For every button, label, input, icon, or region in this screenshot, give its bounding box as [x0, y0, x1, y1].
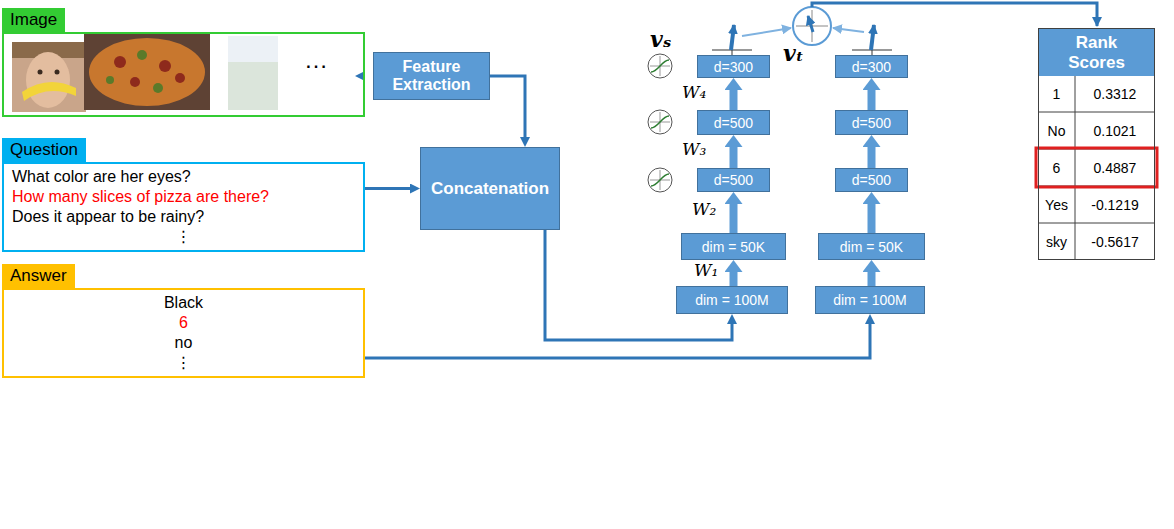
panel-frame: What color are her eyes?How many slices …: [2, 162, 365, 252]
table-cell: 1: [1053, 86, 1061, 102]
panel-heading: Question: [2, 138, 86, 162]
weight-label: W₂: [692, 199, 716, 219]
panel-text: no: [12, 333, 355, 353]
layer-label: dim = 100M: [695, 292, 769, 308]
layer-box: d=300: [697, 55, 770, 78]
vector-icon: [712, 25, 752, 56]
question-panel: QuestionWhat color are her eyes?How many…: [2, 138, 365, 252]
vector-link: [742, 28, 791, 36]
table-cell: 0.1021: [1094, 123, 1137, 139]
activation-symbol: [648, 168, 672, 192]
layer-arrow: [868, 271, 876, 286]
highlight-box: [1036, 148, 1157, 187]
layer-box: dim = 50K: [818, 233, 925, 260]
layer-label: d=300: [852, 59, 891, 75]
flow-arrow: [365, 187, 411, 190]
layer-box: dim = 50K: [681, 233, 786, 260]
photo-pizza: [84, 34, 210, 110]
table-cell: sky: [1046, 234, 1067, 250]
layer-label: d=500: [714, 172, 753, 188]
panel-text: Does it appear to be rainy?: [12, 207, 355, 227]
flow-arrow: [490, 76, 525, 138]
layer-arrow: [868, 89, 876, 110]
photo-face: [12, 42, 86, 112]
panel-frame: Black6no⋮: [2, 288, 365, 378]
layer-label: d=500: [852, 115, 891, 131]
layer-label: d=300: [714, 59, 753, 75]
table-cell: 6: [1053, 160, 1061, 176]
panel-frame: …: [2, 32, 365, 117]
flow-arrow: [365, 323, 870, 358]
layer-label: d=500: [714, 115, 753, 131]
weight-label: W₃: [682, 139, 706, 159]
score-table: Rank Scores: [1038, 28, 1155, 260]
weight-label: W₁: [694, 260, 718, 280]
layer-box: d=500: [697, 110, 770, 135]
table-cell: -0.5617: [1091, 234, 1138, 250]
layer-box: dim = 100M: [676, 286, 788, 314]
layer-label: d=500: [852, 172, 891, 188]
vector-link: [833, 28, 864, 32]
table-cell: No: [1048, 123, 1066, 139]
panel-text: How many slices of pizza are there?: [12, 187, 355, 207]
vector-label: vₜ: [783, 40, 804, 66]
panel-text: ⋮: [12, 227, 355, 247]
vector-label: vₛ: [650, 26, 671, 52]
layer-arrow: [868, 203, 876, 233]
vector-icon: [852, 25, 892, 56]
table-cell: 0.4887: [1094, 160, 1137, 176]
layer-arrow: [730, 146, 738, 168]
layer-arrow: [730, 271, 738, 286]
photo-faded: [228, 36, 278, 110]
layer-arrow: [730, 203, 738, 233]
activation-symbol: [648, 54, 672, 78]
layer-label: dim = 50K: [840, 239, 903, 255]
table-cell: -0.1219: [1091, 197, 1138, 213]
layer-arrow: [730, 89, 738, 110]
panel-heading: Answer: [2, 264, 75, 288]
score-link: [812, 3, 1097, 26]
table-cell: 0.3312: [1094, 86, 1137, 102]
weight-label: W₄: [682, 82, 706, 102]
layer-box: dim = 100M: [815, 286, 925, 314]
layer-box: d=500: [835, 110, 908, 135]
table-cell: Yes: [1045, 197, 1068, 213]
activation-symbol: [648, 110, 672, 134]
process-label: Concatenation: [431, 179, 549, 199]
panel-text: What color are her eyes?: [12, 167, 355, 187]
layer-label: dim = 100M: [833, 292, 907, 308]
table-heading: Rank Scores: [1039, 29, 1154, 76]
similarity-circle: [793, 7, 831, 45]
process-box: Feature Extraction: [373, 52, 490, 100]
layer-box: d=500: [835, 168, 908, 192]
layer-label: dim = 50K: [702, 239, 765, 255]
image-panel: Image …: [2, 8, 365, 117]
layer-box: d=300: [835, 55, 908, 78]
panel-text: Black: [12, 293, 355, 313]
panel-text: 6: [12, 313, 355, 333]
panel-text: ⋮: [12, 353, 355, 373]
answer-panel: AnswerBlack6no⋮: [2, 264, 365, 378]
panel-heading: Image: [2, 8, 65, 32]
layer-box: d=500: [697, 168, 770, 192]
layer-arrow: [868, 146, 876, 168]
process-label: Feature Extraction: [374, 58, 489, 94]
process-box: Concatenation: [420, 147, 560, 230]
table-grid: [1038, 75, 1155, 260]
panel-text: …: [304, 46, 328, 74]
